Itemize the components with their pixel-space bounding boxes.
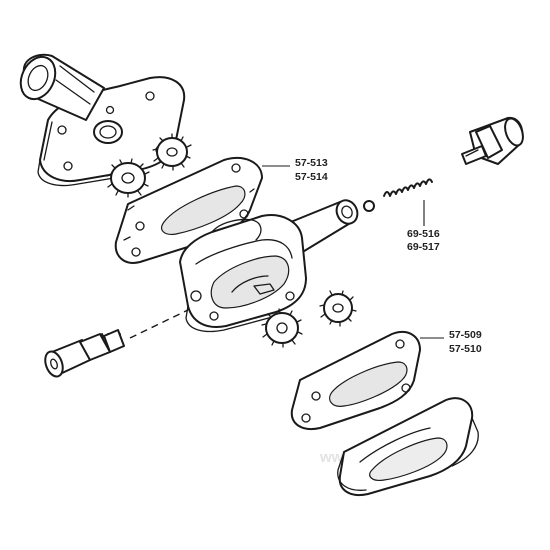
lower-gear-pair — [261, 290, 357, 348]
part-number-upper-gasket-1: 57-513 — [295, 157, 328, 169]
upper-gasket — [114, 157, 263, 264]
top-cover-with-drive-shaft — [19, 53, 186, 187]
front-fitting — [44, 329, 125, 378]
part-number-lower-gasket-1: 57-509 — [449, 329, 482, 341]
check-ball-spring-and-plug — [363, 116, 524, 212]
bottom-cover — [337, 397, 479, 496]
part-number-upper-gasket-2: 57-514 — [295, 171, 328, 183]
part-number-lower-gasket-2: 57-510 — [449, 343, 482, 355]
assembly-axis-dashed-line — [129, 309, 189, 339]
part-number-spring-2: 69-517 — [407, 241, 440, 253]
part-number-spring-1: 69-516 — [407, 228, 440, 240]
lower-gasket — [290, 331, 421, 430]
pump-body — [179, 199, 359, 333]
upper-gear-pair — [106, 133, 192, 198]
